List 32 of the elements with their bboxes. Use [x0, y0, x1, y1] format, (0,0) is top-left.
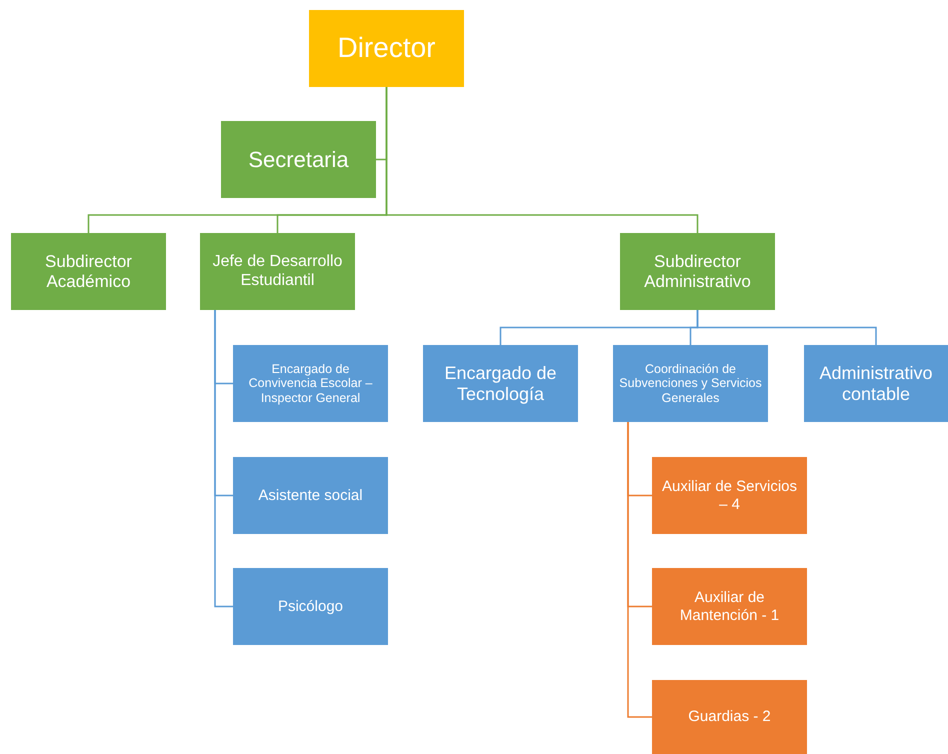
position-title: Jefe de Desarrollo Estudiantil: [212, 253, 344, 290]
position-box: [233, 345, 388, 422]
position-box: [620, 233, 775, 310]
position-box: [652, 568, 807, 645]
position-title: Auxiliar de Mantención - 1: [678, 589, 780, 624]
position-title: Asistente social: [257, 486, 364, 504]
position-title: Subdirector Académico: [44, 252, 133, 292]
position-box: [309, 10, 464, 87]
connector-line: [627, 422, 652, 718]
position-box: [652, 680, 807, 754]
position-title: Secretaria: [247, 146, 350, 172]
position-box: [804, 345, 948, 422]
connector-line: [386, 87, 698, 233]
position-box: [11, 233, 166, 310]
position-title: Encargado de Tecnología: [443, 362, 558, 404]
position-box: [200, 233, 355, 310]
connector-line: [696, 310, 877, 345]
position-title: Guardias - 2: [687, 708, 772, 726]
position-title: Subdirector Administrativo: [643, 252, 752, 292]
position-title: Psicólogo: [276, 598, 344, 616]
position-box: [613, 345, 768, 422]
position-title: Director: [336, 32, 436, 65]
position-box: [233, 457, 388, 534]
connector-line: [214, 310, 233, 608]
position-box: [233, 568, 388, 645]
position-title: Auxiliar de Servicios – 4: [660, 478, 798, 513]
position-title: Administrativo contable: [818, 362, 934, 404]
position-title: Coordinación de Subvenciones y Servicios Generales: [618, 362, 763, 406]
position-title: Encargado de Convivencia Escolar – Inspector General: [248, 362, 374, 406]
position-box: [423, 345, 578, 422]
position-box: [652, 457, 807, 534]
position-box: [221, 121, 376, 198]
